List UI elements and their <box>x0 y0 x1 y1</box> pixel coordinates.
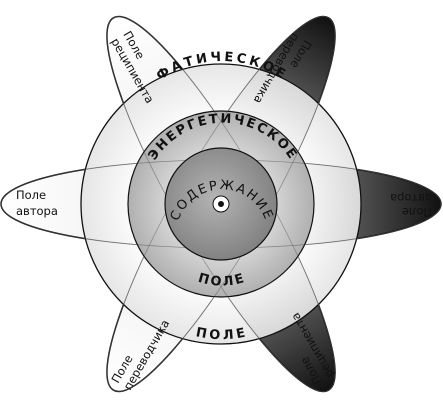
petal-right-line1: Поле <box>402 205 432 219</box>
energetic-ring-bottom-label: ПОЛЕ <box>197 271 248 290</box>
petal-right-line2: автора <box>390 191 432 205</box>
petal-left-line2: автора <box>16 204 58 218</box>
petal-label-left: Поле автора <box>16 188 58 218</box>
petal-label-right: Поле автора <box>390 191 432 219</box>
center-dot-inner <box>218 201 224 207</box>
phatic-ring-bottom-label: ПОЛЕ <box>195 325 250 343</box>
petal-left-line1: Поле <box>16 188 46 202</box>
